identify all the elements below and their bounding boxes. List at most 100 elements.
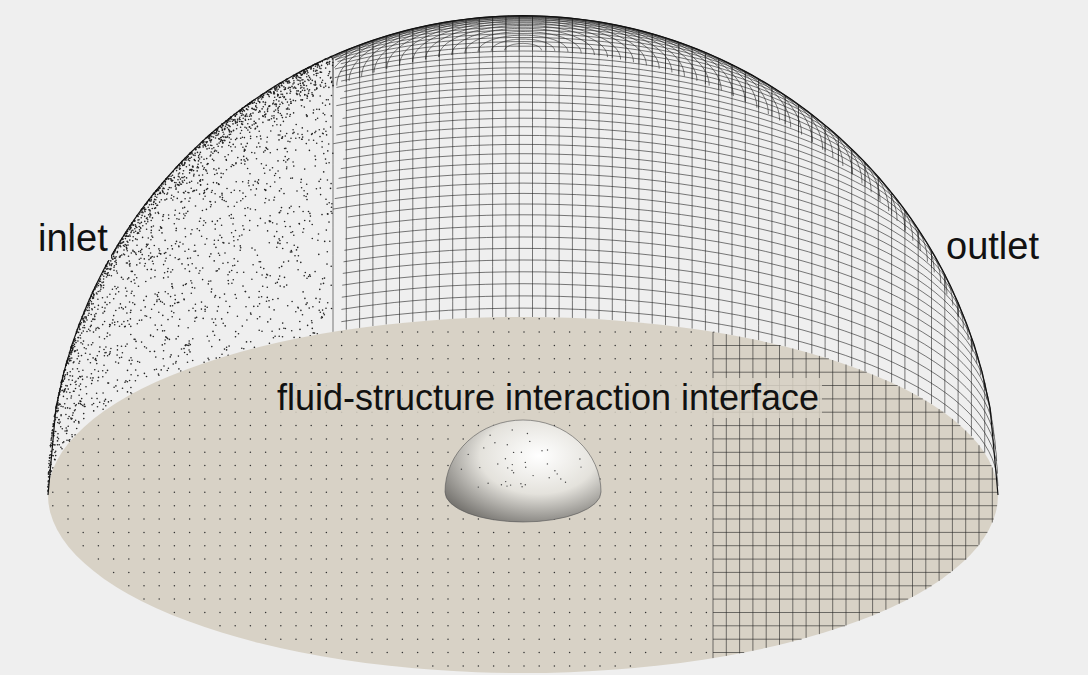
mesh-node-dot — [102, 408, 104, 410]
mesh-node-dot — [135, 230, 137, 232]
mesh-node-dot — [236, 202, 238, 204]
mesh-node-dot — [236, 297, 238, 299]
mesh-node-dot — [306, 184, 308, 186]
mesh-node-dot — [332, 153, 334, 155]
mesh-node-dot — [117, 345, 119, 347]
mesh-node-dot — [248, 297, 250, 299]
mesh-node-dot — [273, 102, 275, 104]
mesh-node-dot — [74, 410, 76, 412]
mesh-node-dot — [268, 106, 270, 108]
mesh-node-dot — [219, 254, 221, 256]
mesh-node-dot — [310, 215, 312, 217]
mesh-node-dot — [69, 392, 71, 394]
mesh-node-dot — [216, 150, 218, 152]
mesh-node-dot — [279, 106, 281, 108]
mesh-node-dot — [84, 320, 86, 322]
mesh-line — [340, 81, 897, 221]
mesh-node-dot — [182, 243, 184, 245]
mesh-node-dot — [240, 245, 242, 247]
mesh-node-dot — [287, 305, 289, 307]
mesh-node-dot — [74, 351, 76, 353]
mesh-node-dot — [214, 174, 216, 176]
mesh-node-dot — [206, 142, 208, 144]
mesh-node-dot — [280, 124, 282, 126]
mesh-node-dot — [268, 91, 270, 93]
mesh-node-dot — [285, 81, 287, 83]
mesh-node-dot — [242, 325, 244, 327]
mesh-node-dot — [165, 291, 167, 293]
mesh-node-dot — [322, 133, 324, 135]
mesh-node-dot — [102, 324, 104, 326]
mesh-node-dot — [319, 109, 321, 111]
mesh-node-dot — [279, 212, 281, 214]
mesh-node-dot — [109, 302, 111, 304]
mesh-node-dot — [167, 192, 169, 194]
mesh-node-dot — [312, 306, 314, 308]
mesh-node-dot — [327, 99, 329, 101]
mesh-node-dot — [154, 369, 156, 371]
mesh-node-dot — [71, 357, 73, 359]
mesh-node-dot — [195, 304, 197, 306]
mesh-node-dot — [320, 71, 322, 73]
mesh-node-dot — [80, 376, 82, 378]
mesh-node-dot — [151, 226, 153, 228]
mesh-node-dot — [251, 247, 253, 249]
mesh-node-dot — [221, 146, 223, 148]
mesh-node-dot — [126, 291, 128, 293]
mesh-node-dot — [193, 175, 195, 177]
mesh-node-dot — [213, 322, 215, 324]
mesh-node-dot — [130, 312, 132, 314]
mesh-node-dot — [154, 196, 156, 198]
mesh-node-dot — [149, 204, 151, 206]
mesh-node-dot — [221, 127, 223, 129]
mesh-node-dot — [203, 168, 205, 170]
mesh-node-dot — [281, 137, 283, 139]
mesh-node-dot — [100, 284, 102, 286]
mesh-node-dot — [317, 117, 319, 119]
mesh-node-dot — [76, 428, 78, 430]
mesh-node-dot — [75, 340, 77, 342]
mesh-node-dot — [310, 68, 312, 70]
mesh-node-dot — [258, 101, 260, 103]
mesh-node-dot — [248, 180, 250, 182]
mesh-node-dot — [204, 244, 206, 246]
mesh-node-dot — [97, 291, 99, 293]
mesh-node-dot — [158, 189, 160, 191]
mesh-node-dot — [125, 346, 127, 348]
mesh-node-dot — [220, 139, 222, 141]
mesh-node-dot — [226, 159, 228, 161]
mesh-node-dot — [246, 108, 248, 110]
mesh-node-dot — [134, 274, 136, 276]
mesh-node-dot — [290, 232, 292, 234]
mesh-node-dot — [268, 199, 270, 201]
mesh-node-dot — [160, 226, 162, 228]
mesh-node-dot — [230, 146, 232, 148]
mesh-node-dot — [109, 351, 111, 353]
mesh-node-dot — [179, 176, 181, 178]
mesh-node-dot — [189, 182, 191, 184]
mesh-node-dot — [195, 250, 197, 252]
mesh-node-dot — [324, 277, 326, 279]
mesh-node-dot — [75, 384, 77, 386]
mesh-node-dot — [124, 254, 126, 256]
mesh-node-dot — [324, 241, 326, 243]
mesh-node-dot — [185, 191, 187, 193]
mesh-node-dot — [77, 337, 79, 339]
mesh-node-dot — [231, 283, 233, 285]
mesh-node-dot — [243, 348, 245, 350]
mesh-node-dot — [301, 74, 303, 76]
mesh-node-dot — [104, 311, 106, 313]
mesh-node-dot — [167, 338, 169, 340]
mesh-node-dot — [235, 162, 237, 164]
mesh-node-dot — [91, 303, 93, 305]
mesh-node-dot — [106, 276, 108, 278]
mesh-node-dot — [141, 319, 143, 321]
mesh-node-dot — [230, 166, 232, 168]
mesh-node-dot — [286, 284, 288, 286]
mesh-node-dot — [78, 355, 80, 357]
mesh-node-dot — [306, 115, 308, 117]
mesh-node-dot — [191, 282, 193, 284]
mesh-node-dot — [284, 277, 286, 279]
mesh-node-dot — [68, 363, 70, 365]
mesh-node-dot — [273, 91, 275, 93]
